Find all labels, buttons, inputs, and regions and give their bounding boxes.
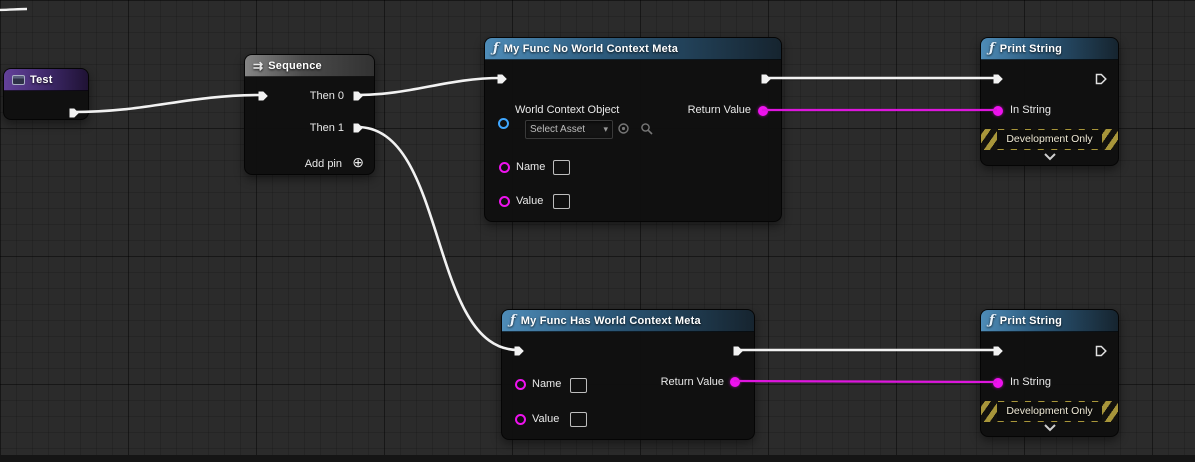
node-print-string-bottom-header[interactable]: ƒ Print String <box>981 310 1118 332</box>
add-pin-icon[interactable]: ⊕ <box>352 154 364 170</box>
node-title: My Func No World Context Meta <box>503 42 679 55</box>
name-default-input[interactable] <box>570 378 587 393</box>
node-print-string-bottom[interactable]: ƒ Print String In String Development Onl… <box>980 309 1119 437</box>
function-icon: ƒ <box>510 313 516 328</box>
select-asset-label: Select Asset <box>530 124 586 135</box>
name-pin[interactable] <box>499 162 510 173</box>
node-func-no-world-context[interactable]: ƒ My Func No World Context Meta World Co… <box>484 37 782 222</box>
exec-in-pin[interactable] <box>495 72 509 86</box>
expand-node-chevron-icon[interactable] <box>1041 422 1059 434</box>
function-icon: ƒ <box>989 41 995 56</box>
wire-exec-test-to-sequence[interactable] <box>72 93 263 114</box>
expand-node-chevron-icon[interactable] <box>1041 151 1059 163</box>
in-string-pin[interactable] <box>993 106 1003 116</box>
value-label: Value <box>516 195 544 207</box>
exec-out-pin[interactable] <box>759 72 773 86</box>
exec-in-pin[interactable] <box>991 344 1005 358</box>
node-title: Sequence <box>268 59 322 72</box>
exec-in-pin[interactable] <box>256 89 270 103</box>
wire-data-return-to-instring-bottom[interactable] <box>733 379 998 384</box>
node-func-has-world-header[interactable]: ƒ My Func Has World Context Meta <box>502 310 754 332</box>
then0-label: Then 0 <box>309 90 344 102</box>
wire-offscreen-stub[interactable] <box>0 7 28 12</box>
development-only-banner: Development Only <box>981 129 1118 150</box>
node-test[interactable]: Test <box>3 68 89 120</box>
name-label: Name <box>516 161 546 173</box>
exec-out-pin[interactable] <box>731 344 745 358</box>
node-title: Test <box>30 73 53 86</box>
node-sequence[interactable]: ⇉ Sequence Then 0 Then 1 Add pin ⊕ <box>244 54 375 175</box>
return-value-label: Return Value <box>660 376 724 388</box>
value-default-input[interactable] <box>553 194 570 209</box>
name-default-input[interactable] <box>553 160 570 175</box>
function-icon: ƒ <box>989 313 995 328</box>
value-label: Value <box>532 413 560 425</box>
node-title: My Func Has World Context Meta <box>520 314 701 327</box>
then1-label: Then 1 <box>309 122 344 134</box>
node-print-string-top[interactable]: ƒ Print String In String Development Onl… <box>980 37 1119 166</box>
world-context-object-pin[interactable] <box>498 118 509 129</box>
node-title: Print String <box>999 42 1063 55</box>
add-pin-label[interactable]: Add pin <box>304 158 342 170</box>
development-only-banner: Development Only <box>981 401 1118 422</box>
wire-exec-then0-to-func-no-world[interactable] <box>356 76 502 97</box>
name-label: Name <box>532 378 562 390</box>
development-only-label: Development Only <box>997 402 1102 421</box>
name-pin[interactable] <box>515 379 526 390</box>
node-test-header[interactable]: Test <box>4 69 88 91</box>
in-string-label: In String <box>1010 104 1051 116</box>
node-sequence-header[interactable]: ⇉ Sequence <box>245 55 374 77</box>
value-default-input[interactable] <box>570 412 587 427</box>
development-only-label: Development Only <box>997 130 1102 149</box>
function-icon: ƒ <box>493 41 499 56</box>
sequence-icon: ⇉ <box>253 58 264 73</box>
exec-out-pin[interactable] <box>1094 344 1108 358</box>
return-value-pin[interactable] <box>758 106 768 116</box>
value-pin[interactable] <box>515 414 526 425</box>
chevron-down-icon: ▾ <box>603 124 608 134</box>
return-value-pin[interactable] <box>730 377 740 387</box>
world-context-object-label: World Context Object <box>515 104 620 116</box>
event-icon <box>12 74 25 85</box>
exec-in-pin[interactable] <box>512 344 526 358</box>
return-value-label: Return Value <box>687 104 751 116</box>
use-selected-asset-icon[interactable] <box>617 122 630 135</box>
node-func-has-world-context[interactable]: ƒ My Func Has World Context Meta Name Re… <box>501 309 755 440</box>
in-string-pin[interactable] <box>993 378 1003 388</box>
then1-exec-out-pin[interactable] <box>351 121 365 135</box>
node-print-string-top-header[interactable]: ƒ Print String <box>981 38 1118 60</box>
window-edge <box>0 455 1195 462</box>
exec-out-pin[interactable] <box>67 106 81 120</box>
value-pin[interactable] <box>499 196 510 207</box>
select-asset-dropdown[interactable]: Select Asset ▾ <box>525 120 613 139</box>
exec-in-pin[interactable] <box>991 72 1005 86</box>
browse-asset-icon[interactable] <box>640 122 653 135</box>
node-func-no-world-header[interactable]: ƒ My Func No World Context Meta <box>485 38 781 60</box>
then0-exec-out-pin[interactable] <box>351 89 365 103</box>
node-title: Print String <box>999 314 1063 327</box>
exec-out-pin[interactable] <box>1094 72 1108 86</box>
in-string-label: In String <box>1010 376 1051 388</box>
